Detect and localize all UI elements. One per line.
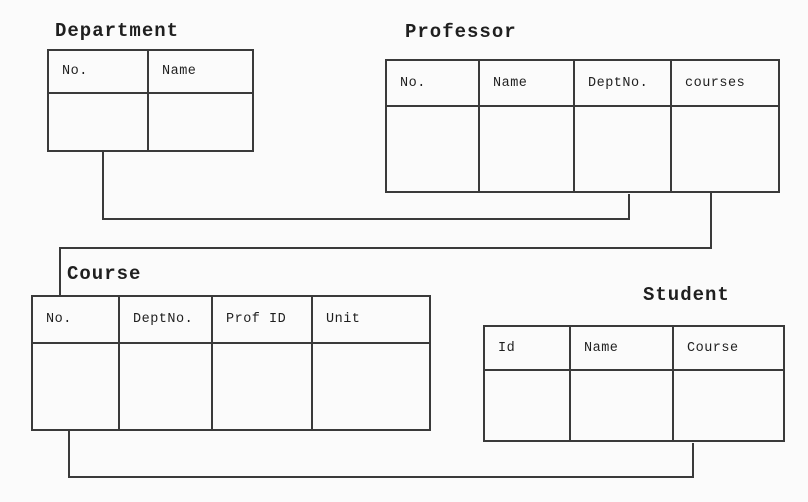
- empty-cell: [485, 371, 571, 440]
- empty-cell: [313, 344, 429, 429]
- department-table-title: Department: [55, 20, 180, 42]
- empty-cell: [672, 107, 778, 191]
- column-header: No.: [33, 297, 120, 342]
- empty-cell: [149, 94, 252, 150]
- empty-cell: [575, 107, 672, 191]
- course-table: No. DeptNo. Prof ID Unit: [31, 295, 431, 431]
- column-header: Course: [687, 340, 739, 356]
- relationship-professor-course: [59, 192, 712, 296]
- column-header: No.: [387, 61, 480, 105]
- empty-cell: [120, 344, 213, 429]
- column-header: courses: [685, 75, 746, 91]
- course-empty-row: [33, 344, 429, 429]
- professor-table-title: Professor: [405, 21, 517, 43]
- professor-table: No. Name DeptNo. courses: [385, 59, 780, 193]
- student-header-row: Id Name Course: [485, 327, 783, 371]
- department-header-row: No. Name: [49, 51, 252, 94]
- empty-cell: [387, 107, 480, 191]
- column-header: Name: [571, 327, 674, 369]
- student-table-title: Student: [643, 284, 730, 306]
- column-header: DeptNo.: [575, 61, 672, 105]
- empty-cell: [213, 344, 313, 429]
- column-header: Prof ID: [213, 297, 313, 342]
- column-header: Name: [162, 64, 197, 79]
- empty-cell: [480, 107, 575, 191]
- course-table-title: Course: [67, 263, 142, 285]
- empty-cell: [33, 344, 120, 429]
- column-header: Name: [480, 61, 575, 105]
- empty-cell: [49, 94, 149, 150]
- column-header: DeptNo.: [120, 297, 213, 342]
- column-header: Id: [485, 327, 571, 369]
- student-table: Id Name Course: [483, 325, 785, 442]
- department-empty-row: [49, 94, 252, 150]
- column-header: No.: [49, 51, 149, 92]
- professor-header-row: No. Name DeptNo. courses: [387, 61, 778, 107]
- column-header: Unit: [326, 312, 361, 327]
- course-header-row: No. DeptNo. Prof ID Unit: [33, 297, 429, 344]
- empty-cell: [571, 371, 674, 440]
- empty-cell: [674, 371, 783, 440]
- professor-empty-row: [387, 107, 778, 191]
- department-table: No. Name: [47, 49, 254, 152]
- student-empty-row: [485, 371, 783, 440]
